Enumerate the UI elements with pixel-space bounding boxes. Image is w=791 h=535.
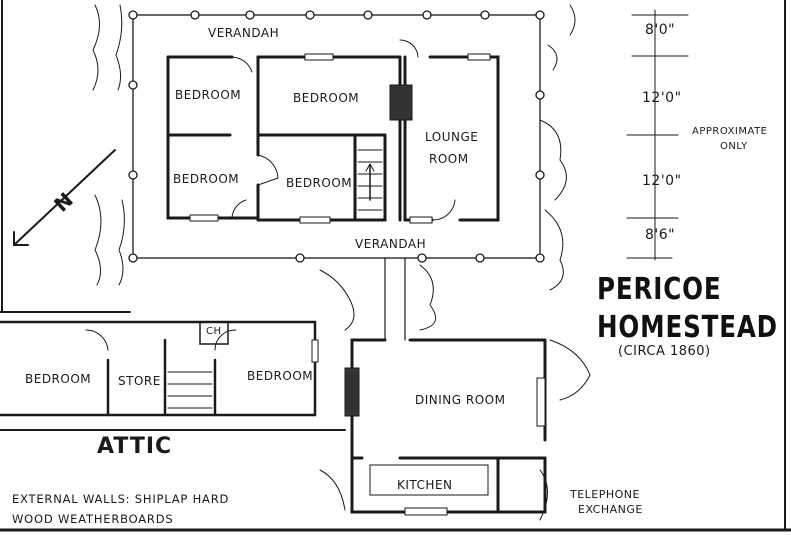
- dimension-4: 8'6": [645, 227, 676, 243]
- rear-wing-walls: [350, 257, 547, 514]
- door-swings: [231, 39, 456, 221]
- north-arrow: [13, 149, 116, 246]
- title-line-1: PERICOE: [597, 272, 722, 307]
- verandah-top-label: VERANDAH: [208, 26, 280, 40]
- tree-sketches: [92, 4, 591, 521]
- attic-room-bedroom-2: BEDROOM: [247, 369, 314, 383]
- room-label-dining: DINING ROOM: [415, 393, 506, 407]
- walls-note-line-2: WOOD WEATHERBOARDS: [12, 512, 174, 526]
- approximate-note: APPROXIMATE: [692, 126, 768, 137]
- title-line-2: HOMESTEAD: [597, 310, 778, 345]
- dimension-line: [626, 9, 689, 261]
- room-label-lounge: LOUNGE: [425, 130, 479, 144]
- attic-room-store: STORE: [118, 374, 161, 388]
- window: [404, 507, 448, 516]
- room-label-bedroom-1: BEDROOM: [175, 88, 242, 102]
- attic-heading: ATTIC: [97, 434, 173, 459]
- attic-stairs: [85, 329, 237, 409]
- room-label-bedroom-2: BEDROOM: [293, 91, 360, 105]
- verandah-outline: [132, 14, 541, 259]
- dimension-1: 8'0": [645, 22, 676, 38]
- room-label-kitchen: KITCHEN: [397, 478, 453, 492]
- room-label-bedroom-4: BEDROOM: [286, 176, 353, 190]
- verandah-bottom-label: VERANDAH: [355, 237, 427, 251]
- room-label-room: ROOM: [429, 152, 469, 166]
- circa-label: (CIRCA 1860): [618, 344, 711, 359]
- verandah-posts: [128, 10, 545, 263]
- stairs: [357, 149, 383, 211]
- only-note: ONLY: [720, 141, 748, 152]
- telephone-label: TELEPHONE: [570, 488, 640, 501]
- room-label-bedroom-3: BEDROOM: [173, 172, 240, 186]
- dining-fireplace: [344, 367, 360, 417]
- fireplace: [389, 84, 413, 121]
- walls-note-line-1: EXTERNAL WALLS: SHIPLAP HARD: [12, 492, 230, 506]
- dimension-3: 12'0": [642, 173, 682, 189]
- dimension-2: 12'0": [642, 90, 682, 106]
- attic-walls: [0, 320, 317, 417]
- exchange-label: EXCHANGE: [578, 503, 643, 516]
- kitchen-bench: [369, 464, 489, 496]
- ch-label: CH: [206, 326, 222, 337]
- attic-room-bedroom-1: BEDROOM: [25, 372, 92, 386]
- window: [536, 377, 546, 427]
